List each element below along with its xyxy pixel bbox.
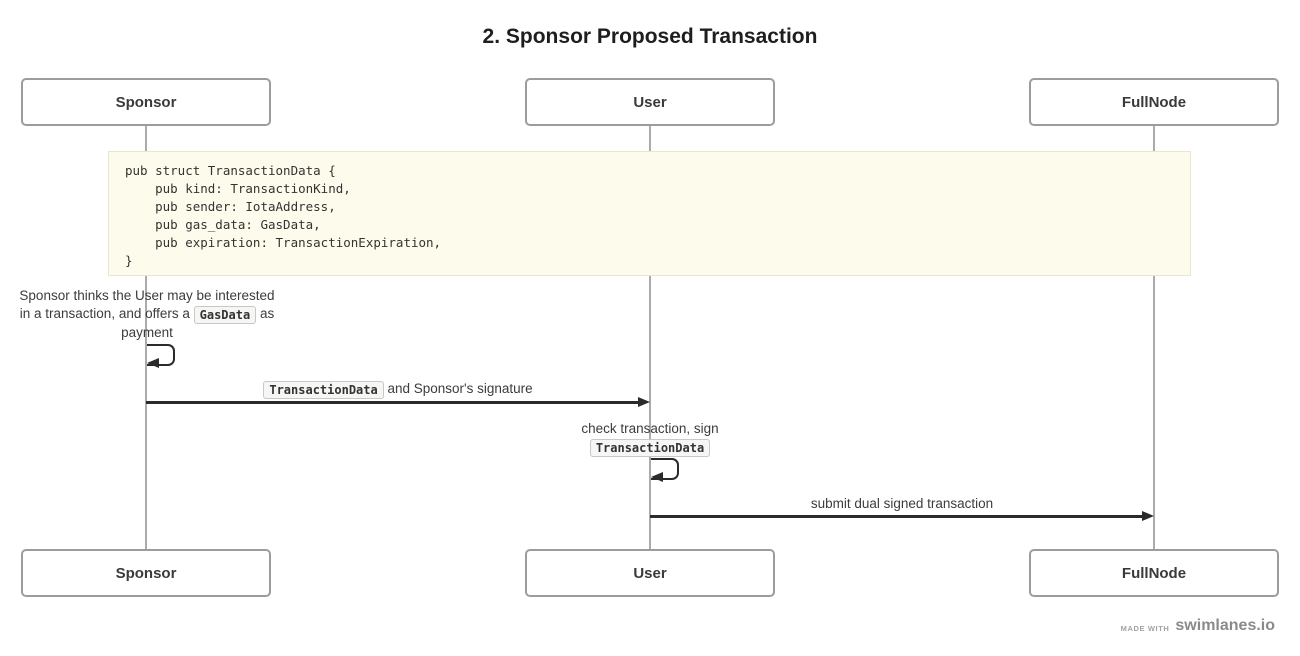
arrowhead-right-icon: [1142, 511, 1154, 521]
message-2-text: submit dual signed transaction: [810, 496, 994, 511]
diagram-title: 2. Sponsor Proposed Transaction: [482, 25, 818, 48]
actor-label: FullNode: [1121, 93, 1187, 111]
arrowhead-left-icon: [147, 358, 159, 368]
message-1-label: TransactionData and Sponsor's signature: [146, 380, 650, 399]
code-note-text: pub struct TransactionData { pub kind: T…: [125, 163, 442, 268]
footer: MADE WITH swimlanes.io: [1121, 617, 1275, 635]
arrowhead-right-icon: [638, 397, 650, 407]
actor-label: Sponsor: [115, 564, 177, 582]
inline-code-chip: TransactionData: [589, 439, 711, 457]
self-message-1-text-before: Sponsor thinks the User may be intereste…: [19, 288, 275, 321]
actor-top-fullnode: FullNode: [1029, 78, 1279, 126]
arrowhead-left-icon: [651, 472, 663, 482]
self-loop-sponsor: [147, 344, 175, 366]
actor-top-user: User: [525, 78, 775, 126]
actor-bottom-fullnode: FullNode: [1029, 549, 1279, 597]
lifeline-user: [649, 126, 651, 549]
message-2-arrow: [650, 515, 1144, 518]
actor-label: User: [633, 93, 667, 111]
actor-label: FullNode: [1121, 564, 1187, 582]
actor-top-sponsor: Sponsor: [21, 78, 271, 126]
actor-bottom-user: User: [525, 549, 775, 597]
message-2-label: submit dual signed transaction: [650, 495, 1154, 513]
self-message-1-text-after: as payment: [121, 306, 275, 340]
message-1-text: and Sponsor's signature: [383, 381, 533, 396]
lifeline-sponsor: [145, 126, 147, 549]
actor-bottom-sponsor: Sponsor: [21, 549, 271, 597]
self-message-2-label: check transaction, sign TransactionData: [548, 420, 752, 457]
lifeline-fullnode: [1153, 126, 1155, 549]
inline-code-chip: GasData: [193, 306, 257, 324]
self-loop-user: [651, 458, 679, 480]
self-message-1-label: Sponsor thinks the User may be intereste…: [16, 287, 278, 342]
self-message-2-text: check transaction, sign: [581, 421, 719, 436]
inline-code-chip: TransactionData: [263, 381, 384, 399]
message-1-arrow: [146, 401, 640, 404]
made-with-label: MADE WITH: [1120, 623, 1170, 633]
code-note: pub struct TransactionData { pub kind: T…: [108, 151, 1191, 276]
actor-label: User: [633, 564, 667, 582]
actor-label: Sponsor: [115, 93, 177, 111]
swimlanes-brand-link[interactable]: swimlanes.io: [1175, 617, 1275, 634]
